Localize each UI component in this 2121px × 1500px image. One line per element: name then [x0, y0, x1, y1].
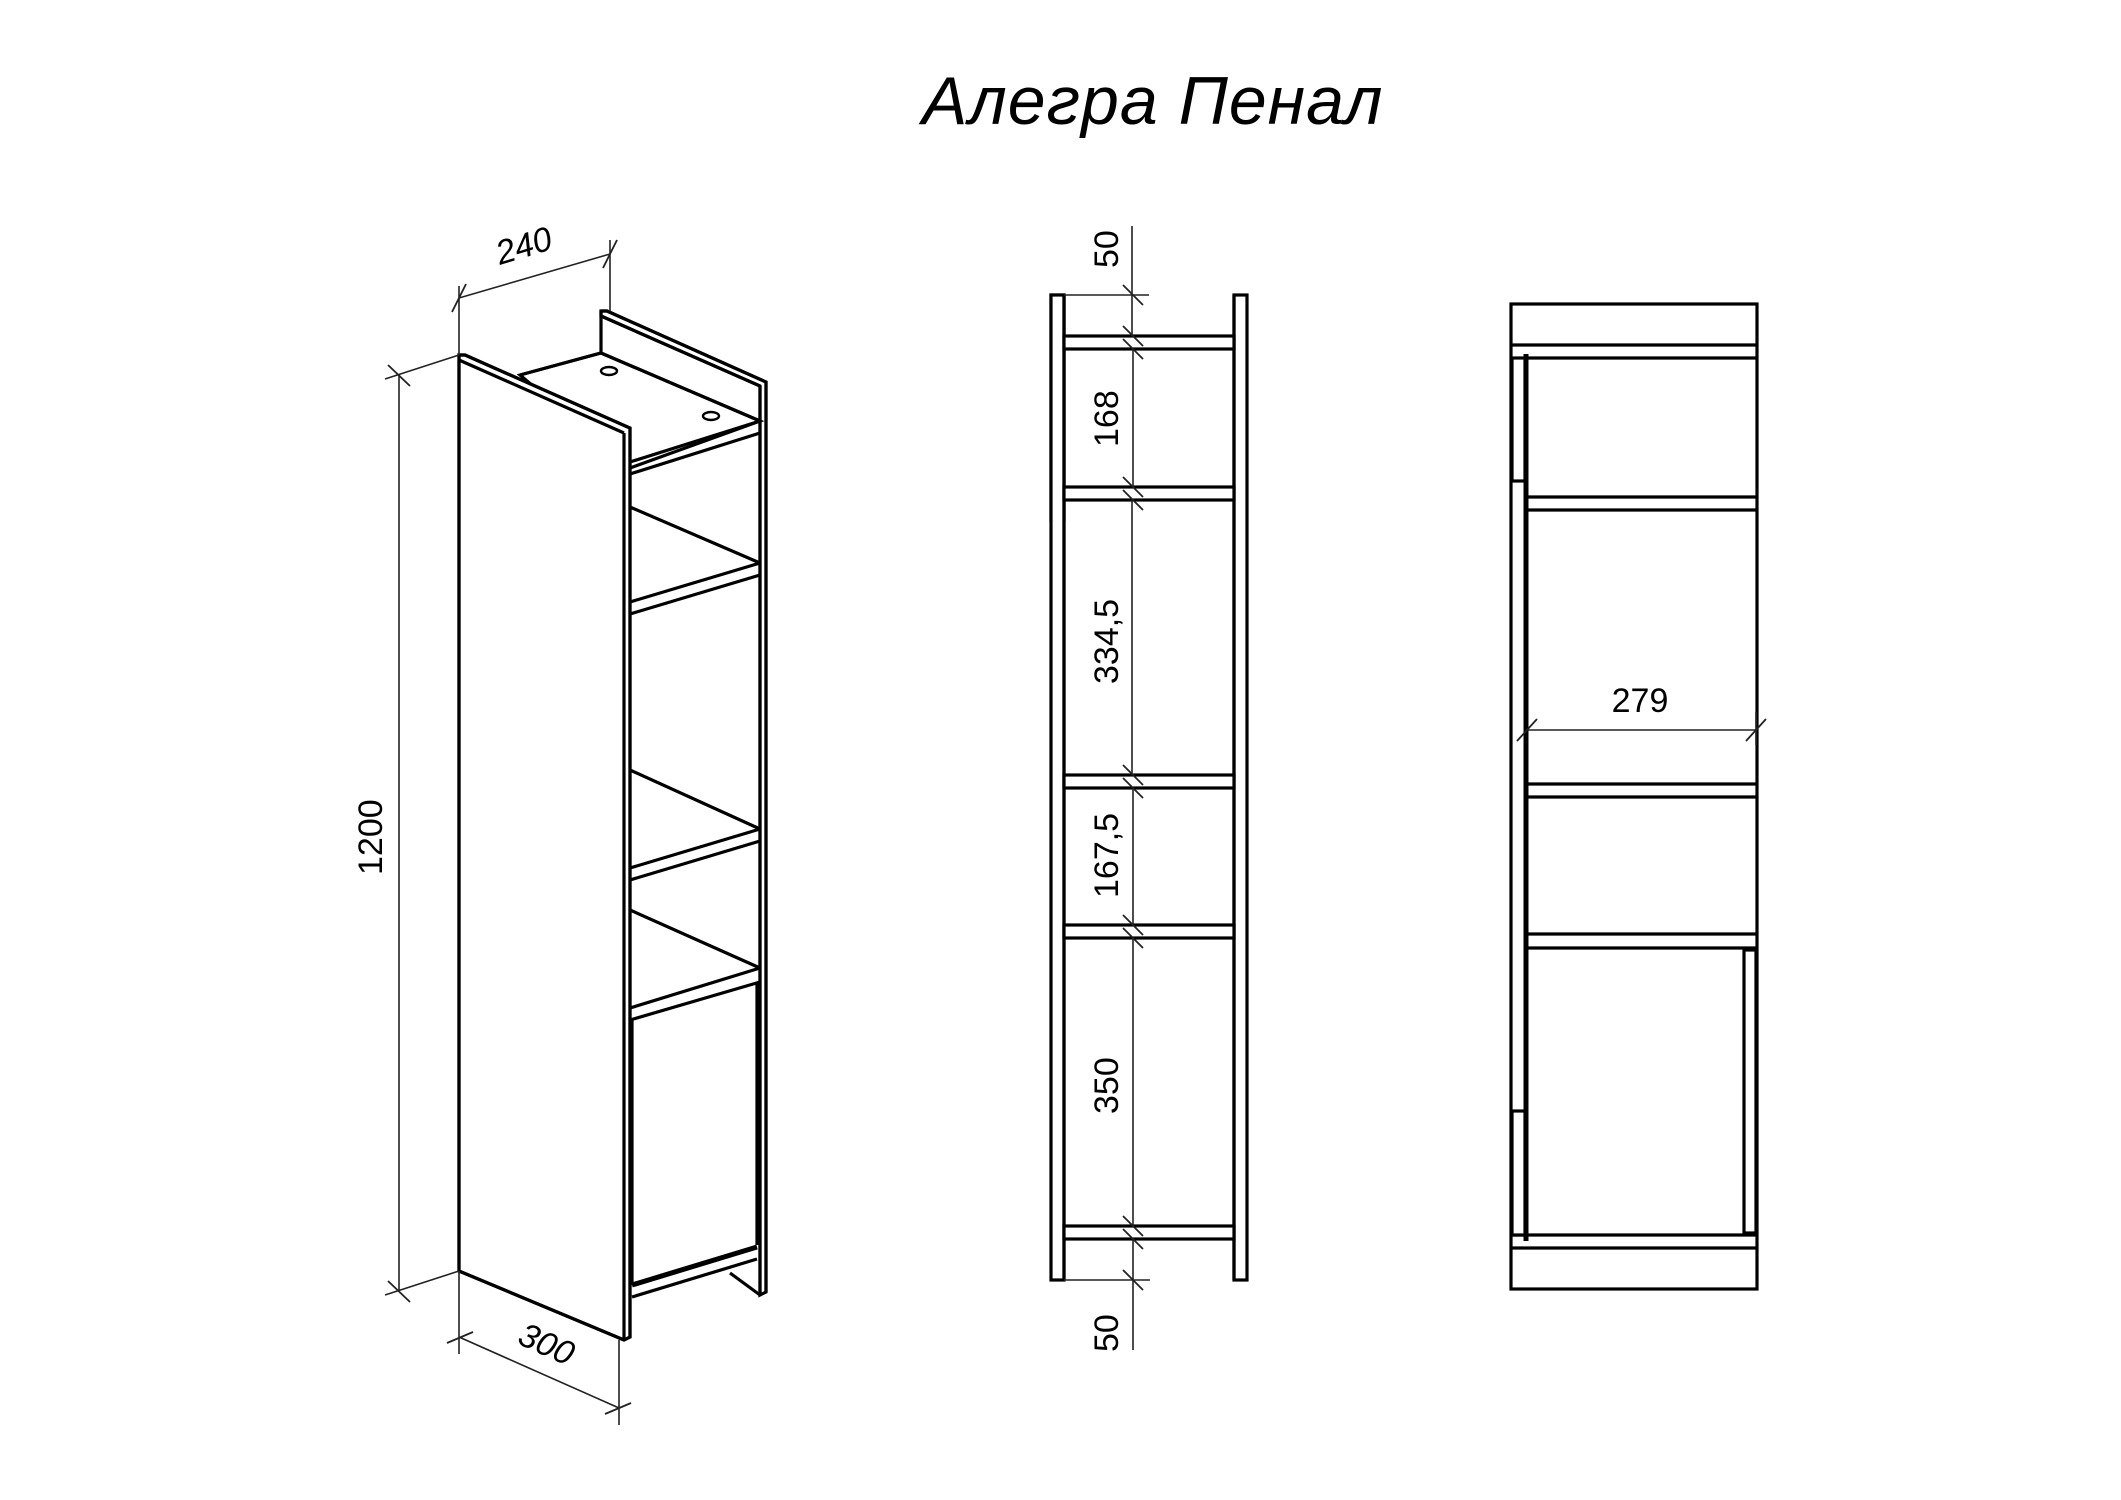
dim-label-shelf-3: 167,5: [1088, 813, 1126, 898]
front-section-view: 50 168 334,5 167,5 350 50: [1049, 226, 1249, 1352]
section-shelves: [1062, 334, 1236, 1241]
section-dimension-chain: 50 168 334,5 167,5 350 50: [1064, 226, 1150, 1352]
shelf-2: [629, 505, 761, 616]
dim-label-shelf-2: 334,5: [1088, 599, 1126, 684]
dim-label-shelf-4: 350: [1088, 1057, 1126, 1114]
mounting-hole: [701, 410, 721, 422]
isometric-view: 240 1200 300: [352, 220, 768, 1425]
shelf: [1062, 334, 1236, 351]
shelf: [1062, 485, 1236, 502]
back-side-panel: [599, 309, 768, 1298]
dim-label-inner-width: 279: [1612, 682, 1669, 720]
right-side-panel: [1232, 293, 1249, 1282]
shelf-4: [629, 908, 761, 1022]
right-door-edge: [1742, 948, 1758, 1235]
shelf-3: [629, 768, 761, 882]
dimension-height-1200: 1200: [352, 354, 460, 1303]
front-side-panel: [457, 353, 632, 1342]
dim-label-width: 240: [490, 220, 556, 273]
top-shelf: [516, 351, 765, 476]
door-hinge-plate: [1510, 1109, 1527, 1237]
dim-label-bottom-plinth: 50: [1088, 1314, 1126, 1352]
dim-label-shelf-1: 168: [1088, 390, 1126, 447]
door-hinge-plate: [1510, 356, 1527, 483]
dimension-width-240: 240: [451, 220, 618, 355]
drawing-title: Алегра Пенал: [922, 63, 1384, 139]
shelf: [1062, 773, 1236, 790]
front-view-with-doors: 279: [1509, 302, 1767, 1291]
front-shelves: [1511, 356, 1756, 1237]
mounting-hole: [599, 365, 619, 377]
dimension-inner-width-279: 279: [1516, 682, 1767, 745]
shelf: [1062, 1224, 1236, 1241]
shelf: [1062, 923, 1236, 940]
isometric-door: [630, 982, 761, 1299]
left-door-edge: [1510, 354, 1529, 1241]
dim-label-top-plinth: 50: [1088, 230, 1126, 268]
dim-label-height: 1200: [352, 799, 390, 875]
